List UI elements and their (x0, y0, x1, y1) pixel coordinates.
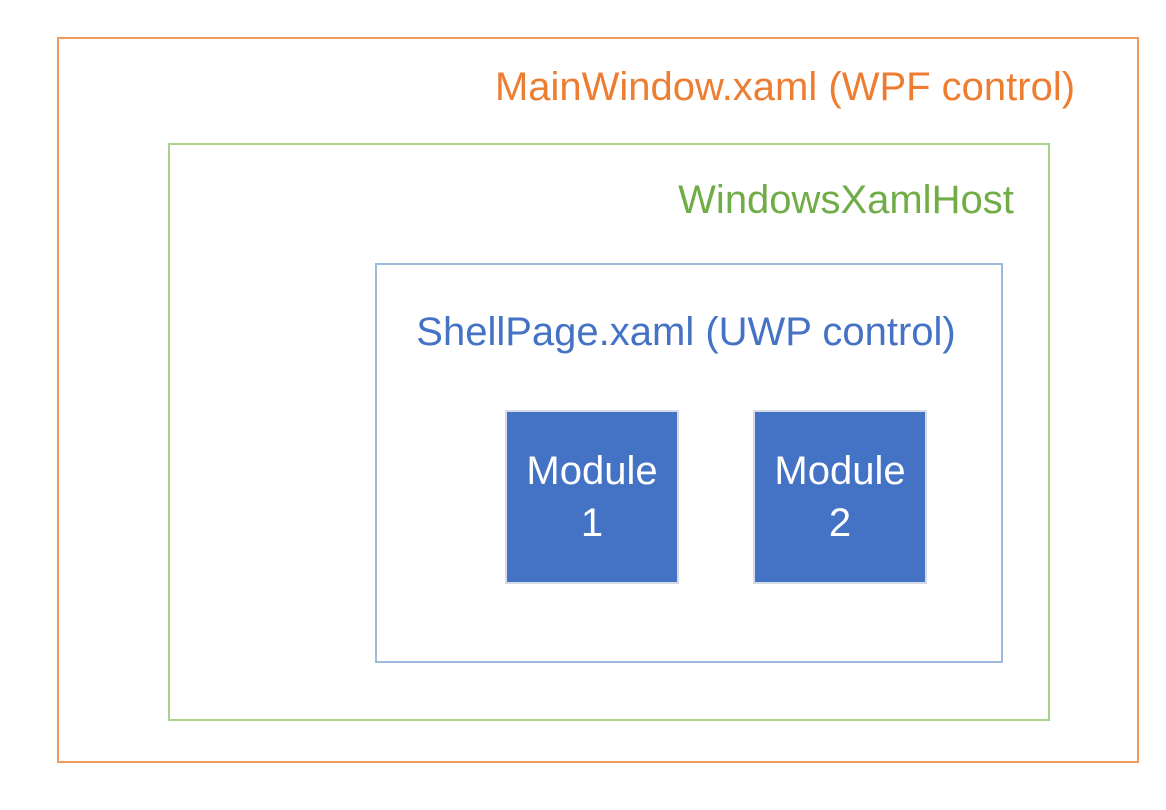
shellpage-box: ShellPage.xaml (UWP control) Module 1 Mo… (375, 263, 1003, 663)
module-1-number: 1 (580, 501, 604, 545)
shellpage-label: ShellPage.xaml (UWP control) (416, 310, 956, 354)
mainwindow-box: MainWindow.xaml (WPF control) WindowsXam… (57, 37, 1139, 763)
mainwindow-label: MainWindow.xaml (WPF control) (494, 65, 1076, 109)
module-2-number: 2 (828, 501, 852, 545)
module-2-label: Module (774, 449, 906, 493)
module-1-box: Module 1 (505, 410, 679, 584)
module-1-label: Module (526, 449, 658, 493)
windowsxamlhost-label: WindowsXamlHost (678, 178, 1014, 222)
windowsxamlhost-box: WindowsXamlHost ShellPage.xaml (UWP cont… (168, 143, 1050, 721)
module-2-box: Module 2 (753, 410, 927, 584)
